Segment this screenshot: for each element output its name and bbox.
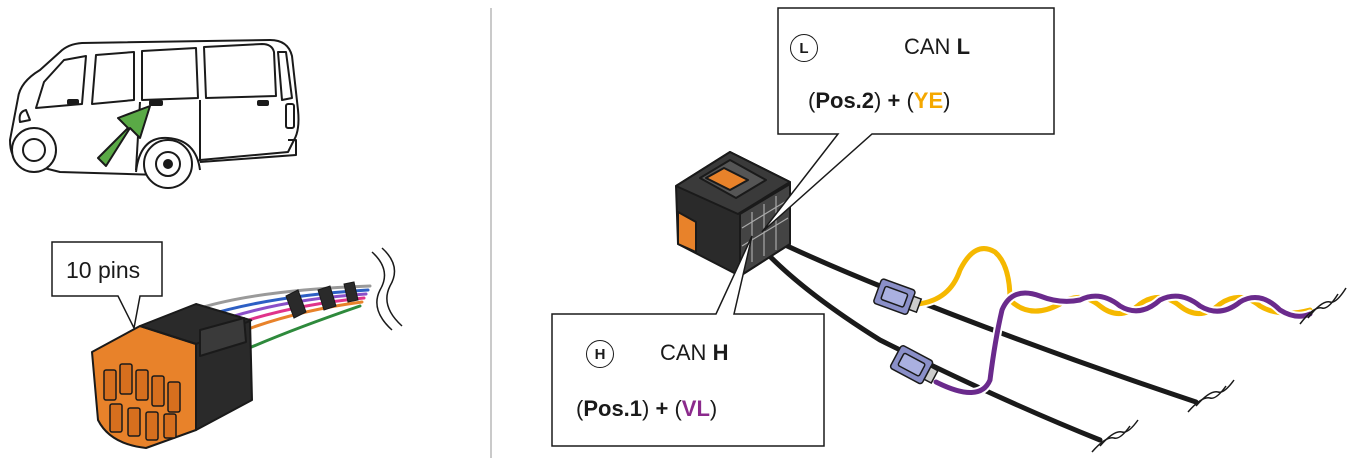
green-arrow-icon bbox=[97, 105, 151, 167]
can-l-open-paren: ( bbox=[808, 88, 816, 113]
can-h-color-code: VL bbox=[681, 396, 710, 421]
can-wires bbox=[757, 233, 1315, 443]
can-h-callout-box bbox=[551, 235, 825, 447]
can-l-title: CAN L bbox=[904, 34, 970, 60]
can-l-title-letter: L bbox=[956, 34, 971, 59]
splice-connector-icon bbox=[873, 278, 939, 385]
can-h-marker: H bbox=[586, 340, 614, 368]
pins-label: 10 pins bbox=[66, 257, 141, 283]
can-l-plus: + bbox=[887, 88, 901, 113]
wire-break-icon bbox=[371, 247, 403, 331]
wire-tape bbox=[285, 281, 359, 319]
can-h-pos: Pos.1 bbox=[583, 396, 643, 421]
can-l-pos: Pos.2 bbox=[815, 88, 875, 113]
can-h-open-paren-2: ( bbox=[674, 396, 682, 421]
van-icon bbox=[9, 39, 300, 189]
can-l-close-paren-2: ) bbox=[943, 88, 951, 113]
can-h-title-prefix: CAN bbox=[660, 340, 707, 365]
can-l-open-paren-2: ( bbox=[906, 88, 914, 113]
can-h-title: CAN H bbox=[660, 340, 728, 366]
can-l-title-prefix: CAN bbox=[904, 34, 951, 59]
orange-10pin-connector-icon bbox=[91, 303, 253, 449]
wire-break-icon bbox=[1091, 287, 1347, 453]
can-l-close-paren: ) bbox=[874, 88, 882, 113]
can-h-position: (Pos.1) + (VL) bbox=[576, 396, 717, 422]
can-l-color-code: YE bbox=[913, 88, 944, 113]
can-l-callout-box bbox=[761, 7, 1055, 233]
can-l-position: (Pos.2) + (YE) bbox=[808, 88, 950, 114]
can-h-title-letter: H bbox=[712, 340, 729, 365]
can-h-close-paren: ) bbox=[642, 396, 650, 421]
can-h-open-paren: ( bbox=[576, 396, 584, 421]
can-h-close-paren-2: ) bbox=[709, 396, 718, 421]
can-h-plus: + bbox=[655, 396, 669, 421]
can-l-marker: L bbox=[790, 34, 818, 62]
pins-callout-box bbox=[51, 241, 163, 331]
